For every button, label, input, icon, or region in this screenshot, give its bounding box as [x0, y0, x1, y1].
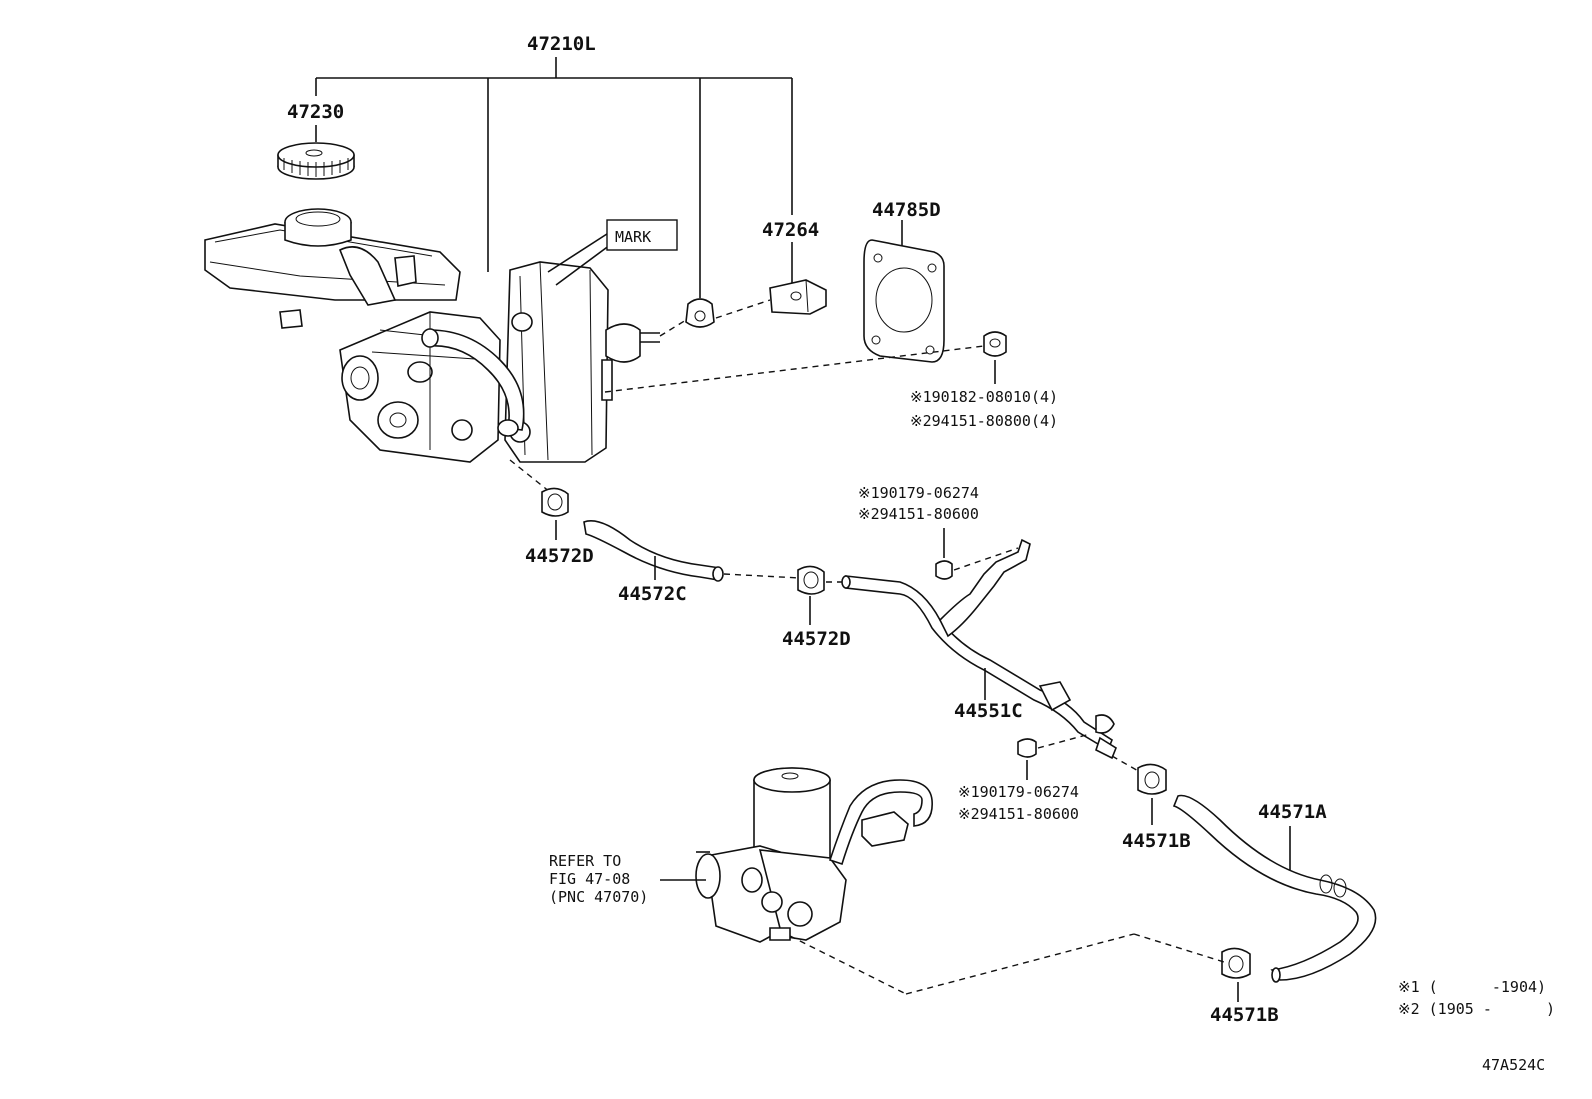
hose-clamp-44571B-lower[interactable] — [1221, 947, 1251, 1002]
fastener-bolt-bottom-1: ※190179-06274 — [958, 783, 1079, 801]
label-47230: 47230 — [287, 101, 344, 123]
hose-clamp-44572D-lower[interactable] — [797, 565, 846, 625]
label-44571B-lower: 44571B — [1210, 1004, 1279, 1026]
bracket-47264[interactable] — [769, 242, 827, 315]
figure-code: 47A524C — [1482, 1056, 1545, 1074]
applicability-legend: ※1 ( -1904) ※2 (1905 - ) — [1398, 978, 1555, 1018]
refer-line-3: (PNC 47070) — [549, 888, 648, 906]
legend-row-1: ※1 ( -1904) — [1398, 978, 1546, 996]
hose-clamp-44572D-upper[interactable] — [509, 459, 569, 540]
refer-note: REFER TO FIG 47-08 (PNC 47070) — [549, 852, 648, 906]
label-44572D-upper: 44572D — [525, 545, 594, 567]
vacuum-pump-assembly[interactable] — [660, 767, 1225, 995]
label-44572D-lower: 44572D — [782, 628, 851, 650]
reservoir-cap-47230[interactable] — [277, 125, 355, 180]
hose-44572C[interactable] — [583, 520, 801, 582]
fastener-bolt-top-2: ※294151-80600 — [858, 505, 979, 523]
refer-line-1: REFER TO — [549, 852, 621, 870]
pipe-bracket-bolt-upper[interactable] — [935, 528, 1019, 580]
mark-text: MARK — [615, 228, 651, 246]
refer-line-2: FIG 47-08 — [549, 870, 630, 888]
grommet[interactable] — [659, 298, 771, 337]
label-47210L: 47210L — [527, 33, 596, 55]
part-labels: 47210L 47230 47264 44785D 44572D 44572C … — [287, 33, 1327, 1026]
hose-clamp-44571B-upper[interactable] — [1111, 755, 1167, 825]
fastener-labels: ※190182-08010(4) ※294151-80800(4) ※19017… — [858, 388, 1079, 823]
mark-label-box: MARK — [606, 219, 678, 251]
leader-47210L — [315, 57, 793, 298]
label-44785D: 44785D — [872, 199, 941, 221]
label-44551C: 44551C — [954, 700, 1023, 722]
label-47264: 47264 — [762, 219, 819, 241]
label-44571B-upper: 44571B — [1122, 830, 1191, 852]
pipe-44551C[interactable] — [841, 538, 1117, 760]
hose-44571A[interactable] — [1172, 794, 1377, 983]
gasket-44785D[interactable] — [863, 220, 945, 363]
legend-row-2: ※2 (1905 - ) — [1398, 1000, 1555, 1018]
fastener-nut-2: ※294151-80800(4) — [910, 412, 1058, 430]
booster-nut[interactable] — [604, 331, 1007, 393]
brake-booster-assembly[interactable] — [204, 208, 660, 463]
fastener-nut-1: ※190182-08010(4) — [910, 388, 1058, 406]
label-44571A: 44571A — [1258, 801, 1327, 823]
fastener-bolt-top-1: ※190179-06274 — [858, 484, 979, 502]
fastener-bolt-bottom-2: ※294151-80600 — [958, 805, 1079, 823]
label-44572C: 44572C — [618, 583, 687, 605]
pipe-bolt-lower[interactable] — [1017, 733, 1091, 780]
